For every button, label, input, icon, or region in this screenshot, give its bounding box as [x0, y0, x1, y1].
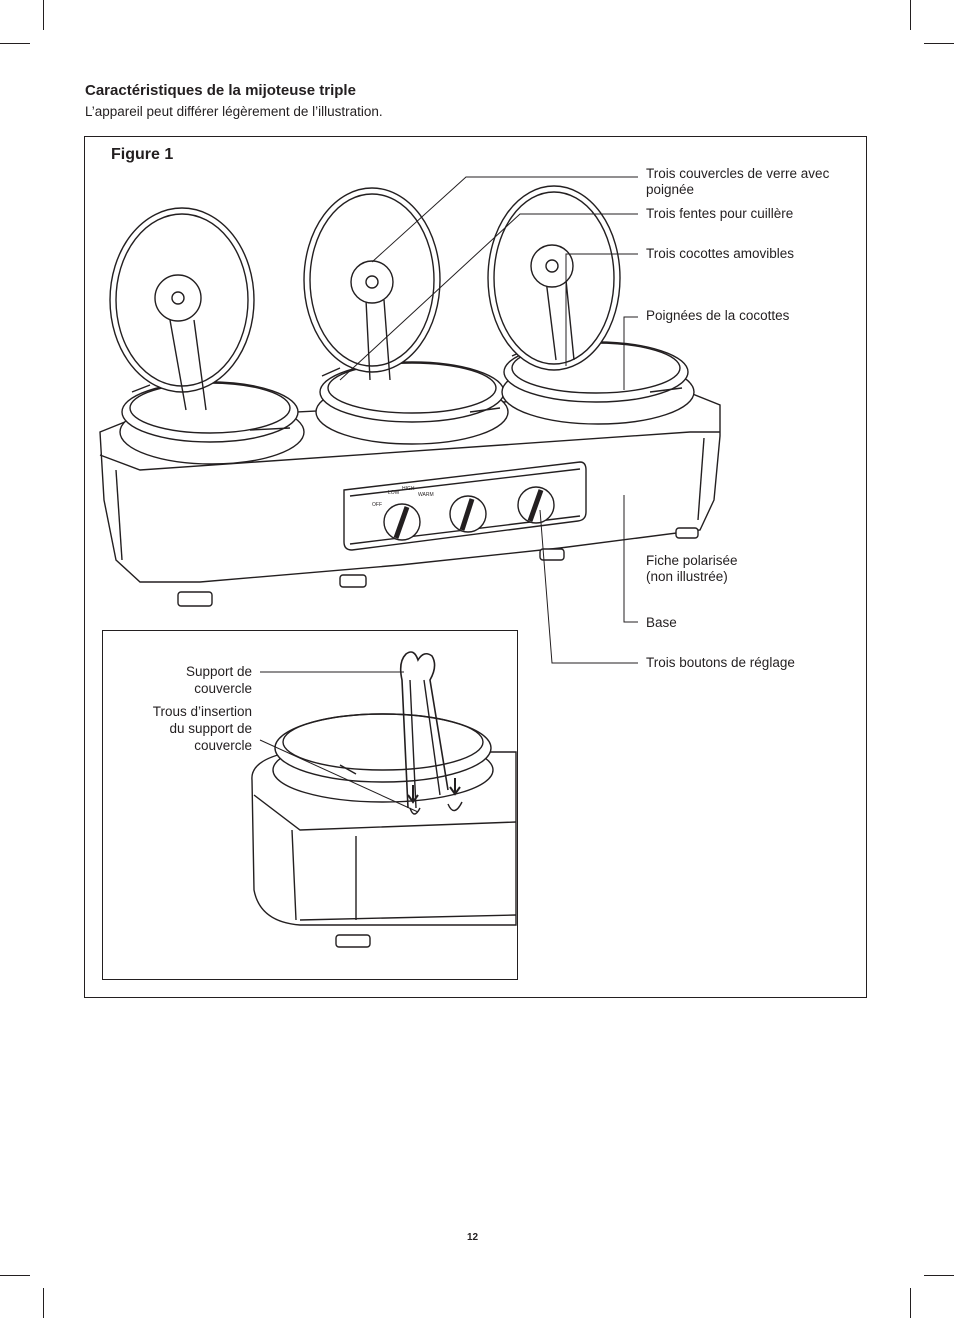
knob-label-low: LOW: [388, 490, 400, 496]
crop-mark: [43, 0, 44, 30]
knob: [383, 503, 421, 541]
callout-spoon-slots: Trois fentes pour cuillère: [646, 206, 794, 221]
crop-mark: [910, 1288, 911, 1318]
crop-mark: [43, 1288, 44, 1318]
foot: [539, 548, 565, 561]
figure-frame: [84, 136, 867, 998]
crop-mark: [924, 43, 954, 44]
callout-plug-line1: Fiche polarisée: [646, 553, 738, 568]
section-subtitle: L’appareil peut différer légèrement de l…: [85, 104, 383, 119]
crock: [119, 381, 305, 465]
inset-label-holes: Trous d’insertion du support de couvercl…: [153, 703, 252, 754]
callout-base: Base: [646, 615, 677, 630]
inset-label-lid-rest-line2: couvercle: [194, 681, 252, 696]
callout-plug-line2: (non illustrée): [646, 569, 728, 584]
glass-lid: [109, 207, 255, 411]
knob-label-high: HIGH: [402, 486, 415, 492]
callout-knobs: Trois boutons de réglage: [646, 655, 795, 670]
inset-label-holes-line3: couvercle: [194, 738, 252, 753]
callout-lids-line2: poignée: [646, 182, 695, 197]
crop-mark: [0, 1275, 30, 1276]
lid-rest-wire: [399, 651, 449, 809]
glass-lid: [303, 187, 441, 381]
knob: [449, 495, 487, 533]
foot: [339, 574, 367, 588]
crop-mark: [0, 43, 30, 44]
callout-crocks: Trois cocottes amovibles: [646, 246, 795, 261]
crop-mark: [910, 0, 911, 30]
knob: [517, 486, 555, 524]
figure-label: Figure 1: [111, 146, 174, 163]
glass-lid: [487, 185, 621, 371]
callout-crock-handles: Poignées de la cocottes: [646, 308, 790, 323]
crop-mark: [924, 1275, 954, 1276]
foot: [675, 527, 699, 539]
callout-lids-line1: Trois couvercles de verre avec: [646, 166, 830, 181]
inset-label-lid-rest-line1: Support de: [185, 664, 252, 679]
inset-label-lid-rest: Support de couvercle: [186, 663, 252, 697]
callout-lids: Trois couvercles de verre avec poignée: [646, 166, 829, 198]
section-title: Caractéristiques de la mijoteuse triple: [85, 82, 356, 99]
callout-plug: Fiche polarisée (non illustrée): [646, 553, 738, 585]
page-number: 12: [467, 1232, 479, 1243]
inset-frame: [102, 630, 518, 980]
foot: [177, 591, 213, 607]
leader-lines: [339, 176, 638, 664]
knob-label-off: OFF: [372, 502, 382, 508]
inset-label-holes-line2: du support de: [169, 721, 252, 736]
inset-label-holes-line1: Trous d’insertion: [152, 704, 252, 719]
knob-label-warm: WARM: [418, 492, 434, 498]
